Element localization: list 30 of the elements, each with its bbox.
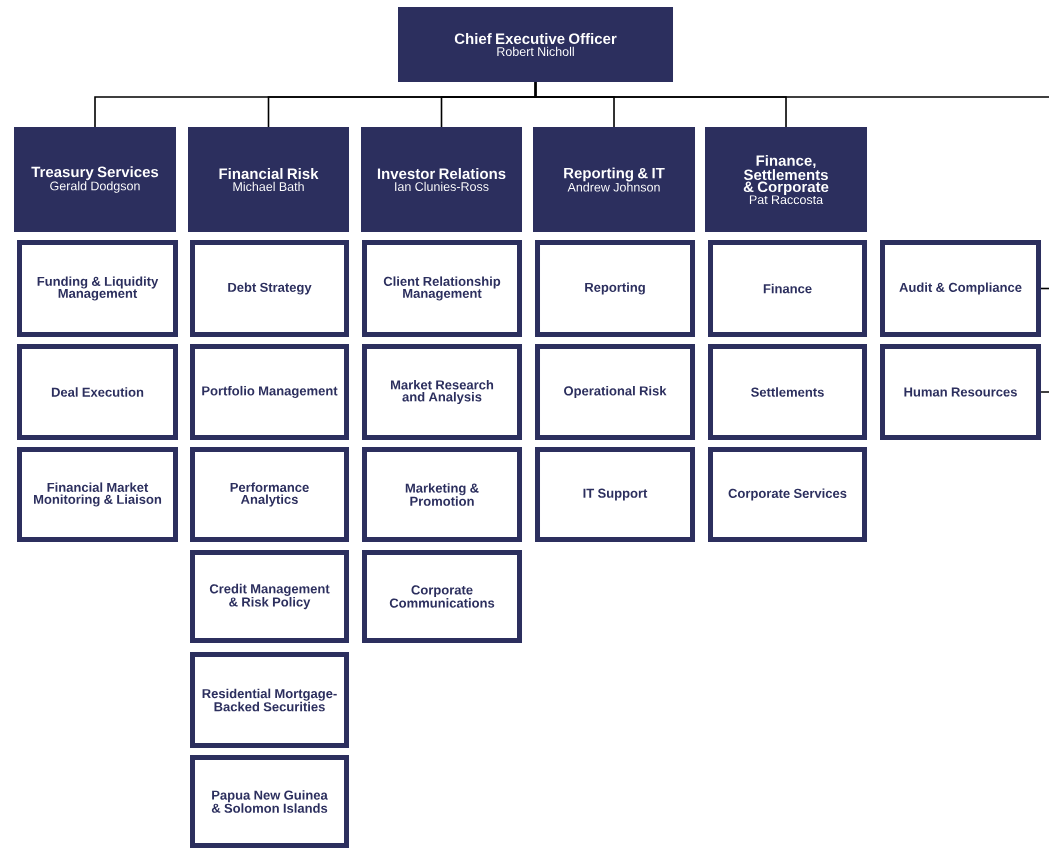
- unit-box: Reporting: [535, 240, 695, 337]
- unit-box: Debt Strategy: [190, 240, 349, 337]
- department-box: Investor Relations Ian Clunies-Ross: [361, 127, 522, 232]
- unit-box: IT Support: [535, 447, 695, 542]
- unit-box: Financial Market Monitoring & Liaison: [17, 447, 178, 542]
- unit-box: Finance: [708, 240, 867, 337]
- connector-line: [534, 81, 1049, 98]
- unit-box: Corporate Communications: [362, 550, 522, 643]
- unit-box: Client Relationship Management: [362, 240, 522, 337]
- department-box: Financial Risk Michael Bath: [188, 127, 349, 232]
- unit-box: Residential Mortgage-Backed Securities: [190, 652, 349, 748]
- connector-line: [1040, 391, 1049, 393]
- unit-box: Settlements: [708, 344, 867, 440]
- unit-box: Corporate Services: [708, 447, 867, 542]
- unit-box: Credit Management & Risk Policy: [190, 550, 349, 643]
- department-box: Finance, Settlements & Corporate Pat Raccosta: [705, 127, 867, 232]
- unit-box: Funding & Liquidity Management: [17, 240, 178, 337]
- unit-box: Marketing & Promotion: [362, 447, 522, 542]
- unit-box: Audit & Compliance: [880, 240, 1041, 337]
- connector-line: [1040, 287, 1049, 290]
- unit-box: Human Resources: [880, 344, 1041, 440]
- unit-box: Papua New Guinea & Solomon Islands: [190, 755, 349, 848]
- unit-box: Operational Risk: [535, 344, 695, 440]
- unit-box: Deal Execution: [17, 344, 178, 440]
- executive-box: Chief Executive Officer Robert Nicholl: [398, 7, 673, 82]
- unit-box: Portfolio Management: [190, 344, 349, 440]
- department-box: Reporting & IT Andrew Johnson: [533, 127, 695, 232]
- unit-box: Performance Analytics: [190, 447, 349, 542]
- department-box: Treasury Services Gerald Dodgson: [14, 127, 176, 232]
- unit-box: Market Research and Analysis: [362, 344, 522, 440]
